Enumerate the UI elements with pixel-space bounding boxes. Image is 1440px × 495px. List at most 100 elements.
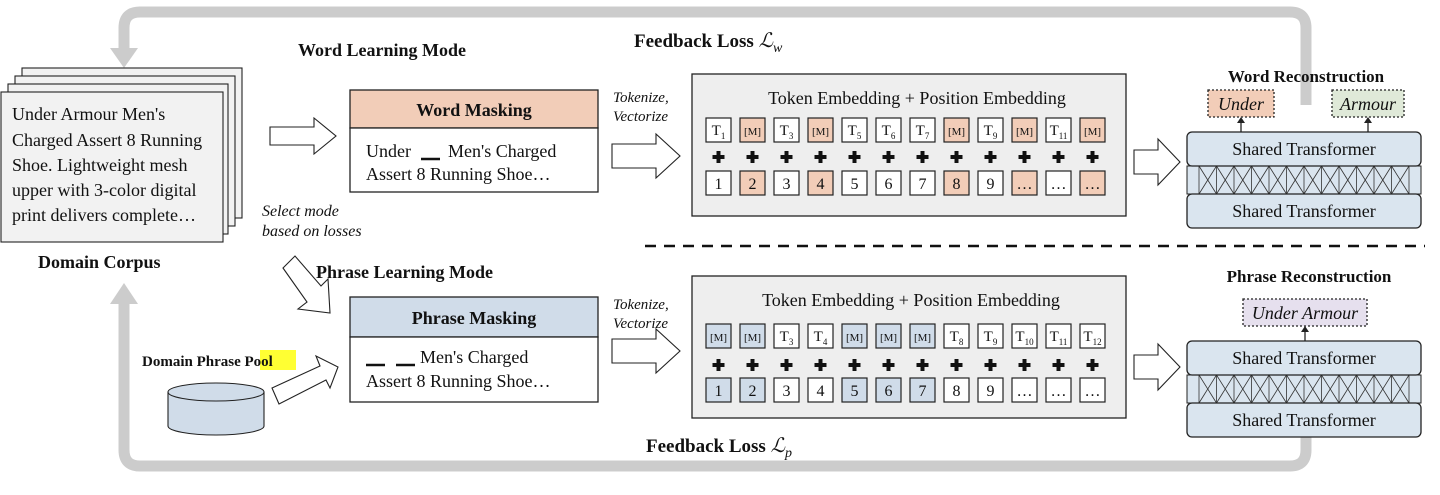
- masked-token: [M]: [909, 323, 936, 349]
- masked-position: 8: [943, 170, 970, 196]
- token: T3: [773, 117, 800, 143]
- token: T7: [909, 117, 936, 143]
- svg-text:7: 7: [919, 383, 927, 400]
- svg-text:7: 7: [919, 176, 927, 193]
- tokenize-label: Vectorize: [613, 316, 668, 332]
- token: T1: [705, 117, 732, 143]
- svg-text:T6: T6: [882, 123, 896, 141]
- recon-output-under: [1207, 89, 1275, 118]
- svg-text:4: 4: [817, 176, 825, 193]
- masked-position: 5: [841, 377, 868, 403]
- position: 5: [841, 170, 868, 196]
- phrase-masking-text: Men's Charged: [420, 347, 528, 367]
- word-embedding-title: Token Embedding + Position Embedding: [768, 88, 1066, 108]
- tokenize-label: Vectorize: [613, 109, 668, 125]
- svg-text:…: …: [1051, 176, 1067, 193]
- tokenize-label: Tokenize,: [613, 90, 669, 106]
- svg-text:[M]: [M]: [710, 332, 727, 344]
- corpus-line: Under Armour Men's: [12, 104, 165, 124]
- word-masking-title: Word Masking: [416, 100, 532, 120]
- up-arrow: [1237, 117, 1372, 132]
- plus-icon: [712, 151, 725, 163]
- token: T10: [1011, 323, 1038, 349]
- phrase-transformer-stack: Shared Transformer Shared Transformer: [1186, 340, 1422, 438]
- plus-icon: [984, 151, 997, 163]
- tokenize-label: Tokenize,: [613, 297, 669, 313]
- svg-text:[M]: [M]: [1084, 126, 1101, 138]
- plus-icon: [1018, 151, 1031, 163]
- svg-text:4: 4: [817, 383, 825, 400]
- arrow-phrase-to-transformer: [1133, 342, 1181, 392]
- plus-icon: [916, 359, 929, 371]
- plus-icon: [848, 359, 861, 371]
- up-arrow: [1301, 326, 1309, 342]
- masked-position: 4: [807, 170, 834, 196]
- masked-token: [M]: [943, 117, 970, 143]
- token: T4: [807, 323, 834, 349]
- svg-text:[M]: [M]: [846, 332, 863, 344]
- plus-icon: [746, 359, 759, 371]
- token: T8: [943, 323, 970, 349]
- plus-icon: [780, 151, 793, 163]
- word-masking-box: Word Masking Under Men's Charged Assert …: [349, 89, 599, 193]
- transformer-label: Shared Transformer: [1232, 139, 1375, 159]
- word-masking-text: Men's Charged: [448, 141, 556, 161]
- token: T9: [977, 117, 1004, 143]
- svg-text:…: …: [1017, 383, 1033, 400]
- plus-icon: [814, 359, 827, 371]
- svg-text:5: 5: [851, 176, 859, 193]
- domain-corpus-stack: Under Armour Men's Charged Assert 8 Runn…: [0, 67, 243, 243]
- svg-text:T9: T9: [984, 329, 998, 347]
- phrase-masking-box: Phrase Masking Men's Charged Assert 8 Ru…: [349, 296, 599, 403]
- corpus-line: Charged Assert 8 Running: [12, 130, 202, 150]
- svg-text:9: 9: [987, 383, 995, 400]
- svg-text:…: …: [1017, 176, 1033, 193]
- masked-position: …: [1079, 170, 1106, 196]
- svg-text:3: 3: [783, 383, 791, 400]
- phrase-masking-text: Assert 8 Running Shoe…: [366, 371, 551, 391]
- svg-text:2: 2: [749, 176, 757, 193]
- plus-icon: [814, 151, 827, 163]
- token: T9: [977, 323, 1004, 349]
- recon-output-text: Armour: [1339, 94, 1397, 114]
- transformer-connections: [1198, 165, 1410, 195]
- plus-icon: [1018, 359, 1031, 371]
- plus-icon: [916, 151, 929, 163]
- arrow-corpus-to-word: [269, 116, 337, 156]
- plus-icon: [848, 151, 861, 163]
- svg-text:…: …: [1085, 383, 1101, 400]
- svg-text:[M]: [M]: [1016, 126, 1033, 138]
- masked-token: [M]: [739, 117, 766, 143]
- position: …: [1079, 377, 1106, 403]
- masked-position: 1: [705, 377, 732, 403]
- recon-output-under-armour: [1242, 298, 1368, 327]
- masked-token: [M]: [1079, 117, 1106, 143]
- plus-icon: [746, 151, 759, 163]
- plus-icon: [1086, 359, 1099, 371]
- svg-text:8: 8: [953, 176, 961, 193]
- select-mode-note: based on losses: [262, 223, 362, 240]
- svg-text:8: 8: [953, 383, 961, 400]
- arrow-corpus-to-phrase: [282, 255, 331, 314]
- svg-text:[M]: [M]: [744, 126, 761, 138]
- corpus-line: Shoe. Lightweight mesh: [12, 155, 187, 175]
- plus-icon: [984, 359, 997, 371]
- recon-output-text: Under: [1218, 94, 1265, 114]
- svg-text:T11: T11: [1050, 329, 1068, 347]
- svg-text:5: 5: [851, 383, 859, 400]
- masked-token: [M]: [875, 323, 902, 349]
- plus-icon: [1052, 151, 1065, 163]
- arrow-pool-to-phrase: [271, 354, 339, 405]
- masked-token: [M]: [841, 323, 868, 349]
- svg-text:[M]: [M]: [880, 332, 897, 344]
- svg-text:6: 6: [885, 383, 893, 400]
- svg-text:[M]: [M]: [744, 332, 761, 344]
- word-transformer-stack: Shared Transformer Shared Transformer: [1186, 131, 1422, 229]
- svg-text:T12: T12: [1083, 329, 1101, 347]
- corpus-line: upper with 3-color digital: [12, 180, 196, 200]
- svg-text:T11: T11: [1050, 123, 1068, 141]
- corpus-line: print delivers complete…: [12, 205, 196, 225]
